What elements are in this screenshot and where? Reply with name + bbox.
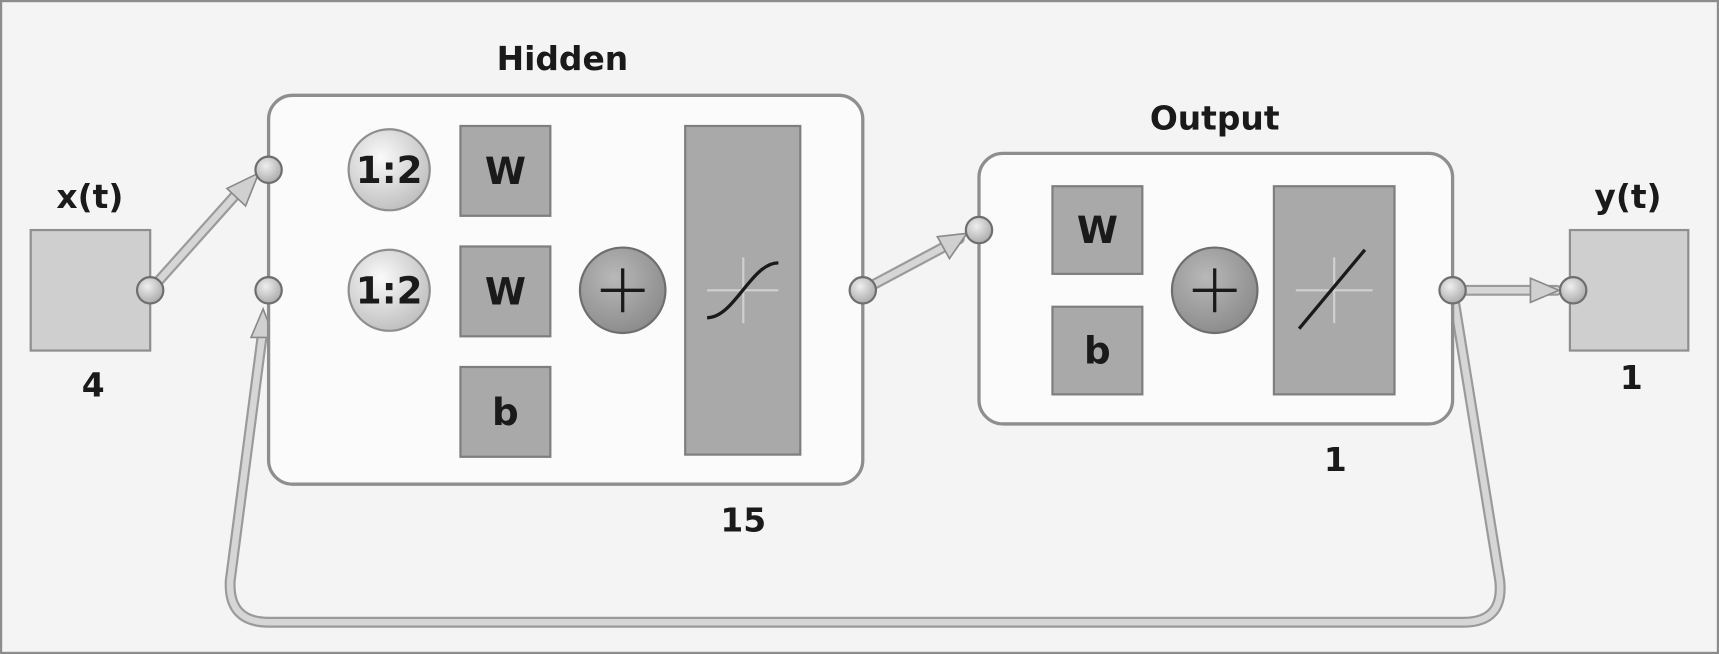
output-bias-label: b [1084,329,1111,373]
input-block[interactable] [29,228,152,352]
hidden-input-node [254,155,283,185]
output-size: 1 [1620,358,1643,397]
output-port-node [1558,276,1588,305]
hidden-weight-block-1[interactable] [459,124,552,217]
hidden-output-node [848,276,878,305]
output-weight-label: W [1077,208,1118,252]
input-label: x(t) [56,177,123,216]
input-port-node [135,276,165,305]
delay-label-1: 1:2 [356,148,423,192]
hidden-feedback-node [254,276,283,305]
output-label: y(t) [1594,177,1661,216]
transfer-axes [1295,257,1373,324]
output-layer-input-node [964,215,994,245]
output-bias-block[interactable] [1051,305,1144,396]
output-layer-size: 1 [1324,440,1347,479]
hidden-weight-label-1: W [485,149,526,193]
arrow-head-icon [936,232,969,261]
hidden-weight-label-2: W [485,270,526,314]
purelin-line-icon [1297,248,1367,330]
input-size: 4 [82,366,105,405]
tapped-delay-icon [347,248,431,332]
output-layer-title: Output [1150,98,1280,137]
tapped-delay-icon [347,128,431,212]
hidden-bias-label: b [492,390,519,434]
output-block[interactable] [1568,228,1690,352]
tansig-curve-icon [706,261,779,320]
arrow-head-icon [1529,277,1562,304]
arrow-head-icon [225,171,261,208]
output-layer-output-node [1438,276,1467,305]
hidden-layer-title: Hidden [497,39,629,78]
hidden-bias-block[interactable] [459,365,552,458]
plus-icon [600,268,645,313]
plus-icon [1192,268,1237,313]
hidden-weight-block-2[interactable] [459,245,552,338]
hidden-layer-size: 15 [720,500,766,539]
delay-label-2: 1:2 [356,268,423,312]
output-weight-block[interactable] [1051,185,1144,275]
